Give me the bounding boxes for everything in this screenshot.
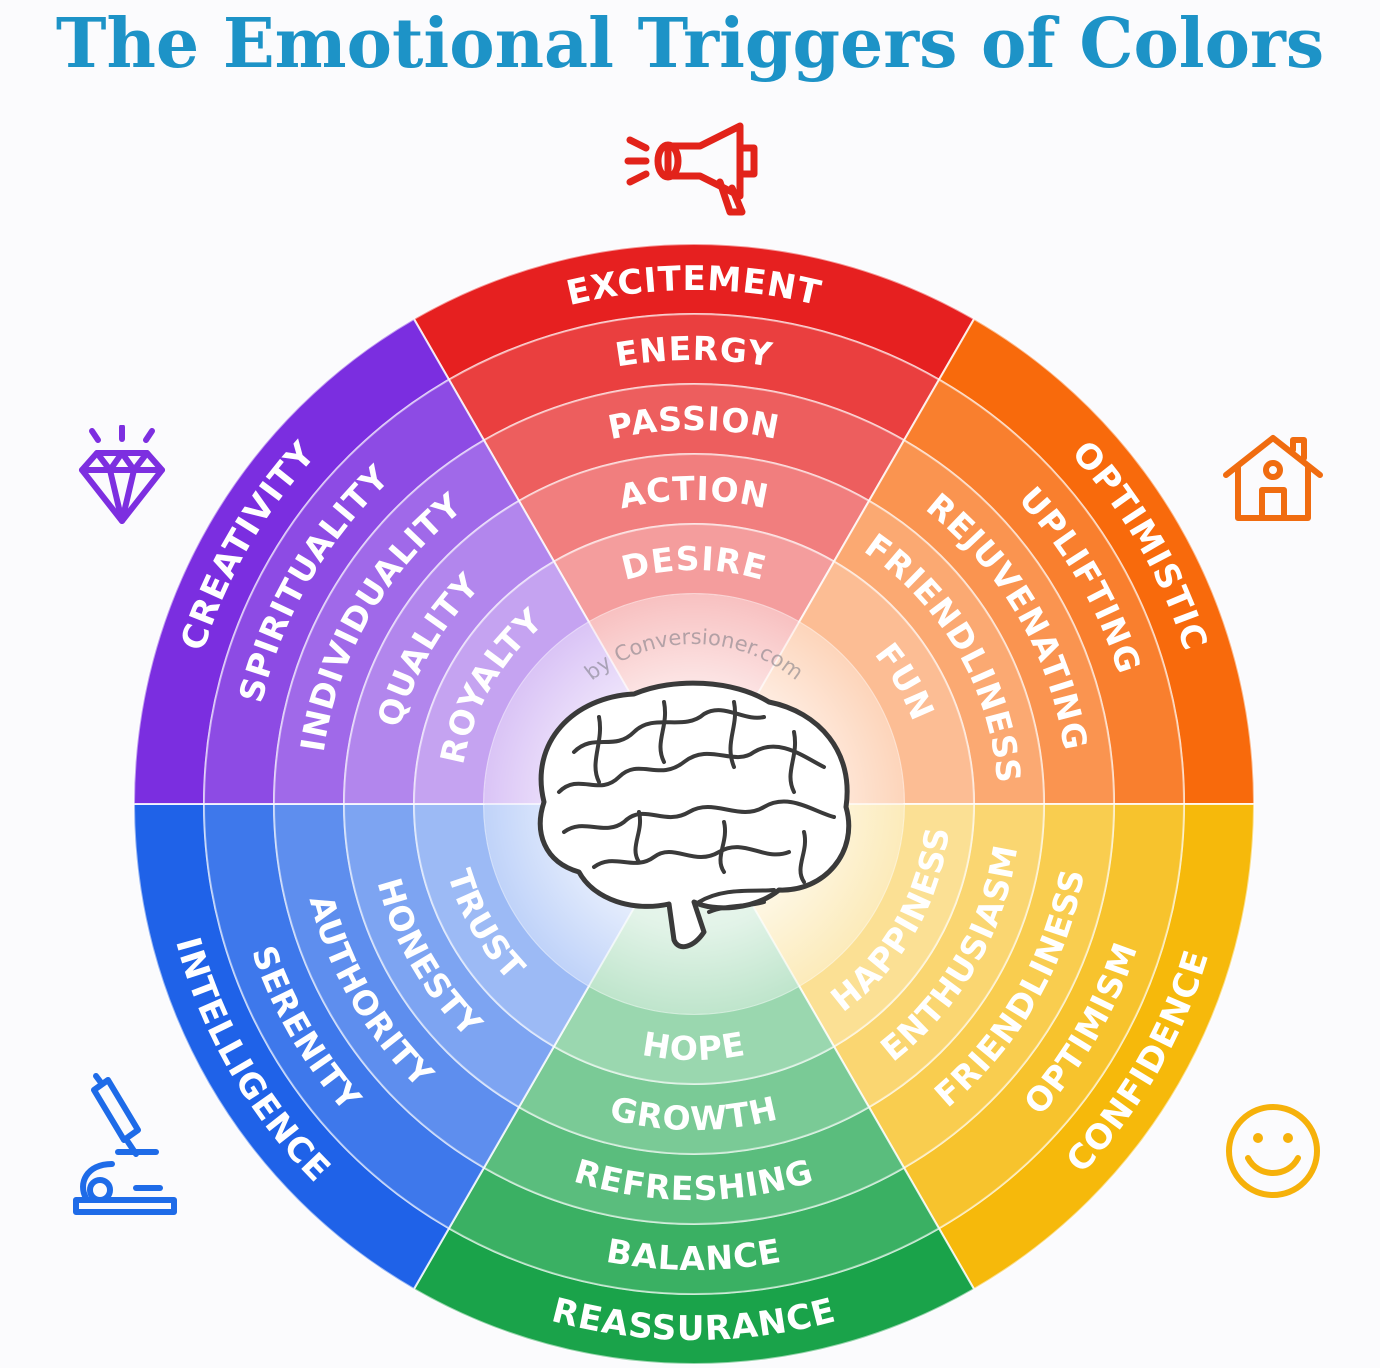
microscope-icon xyxy=(73,1073,177,1215)
megaphone-icon xyxy=(624,122,758,216)
emotion-label-green-5: HOPE xyxy=(640,1024,748,1068)
house-icon xyxy=(1223,435,1323,521)
diamond-icon xyxy=(79,425,165,524)
brain-icon xyxy=(537,680,852,950)
page-title: The Emotional Triggers of Colors xyxy=(55,4,1325,84)
smiley-icon xyxy=(1226,1104,1320,1198)
